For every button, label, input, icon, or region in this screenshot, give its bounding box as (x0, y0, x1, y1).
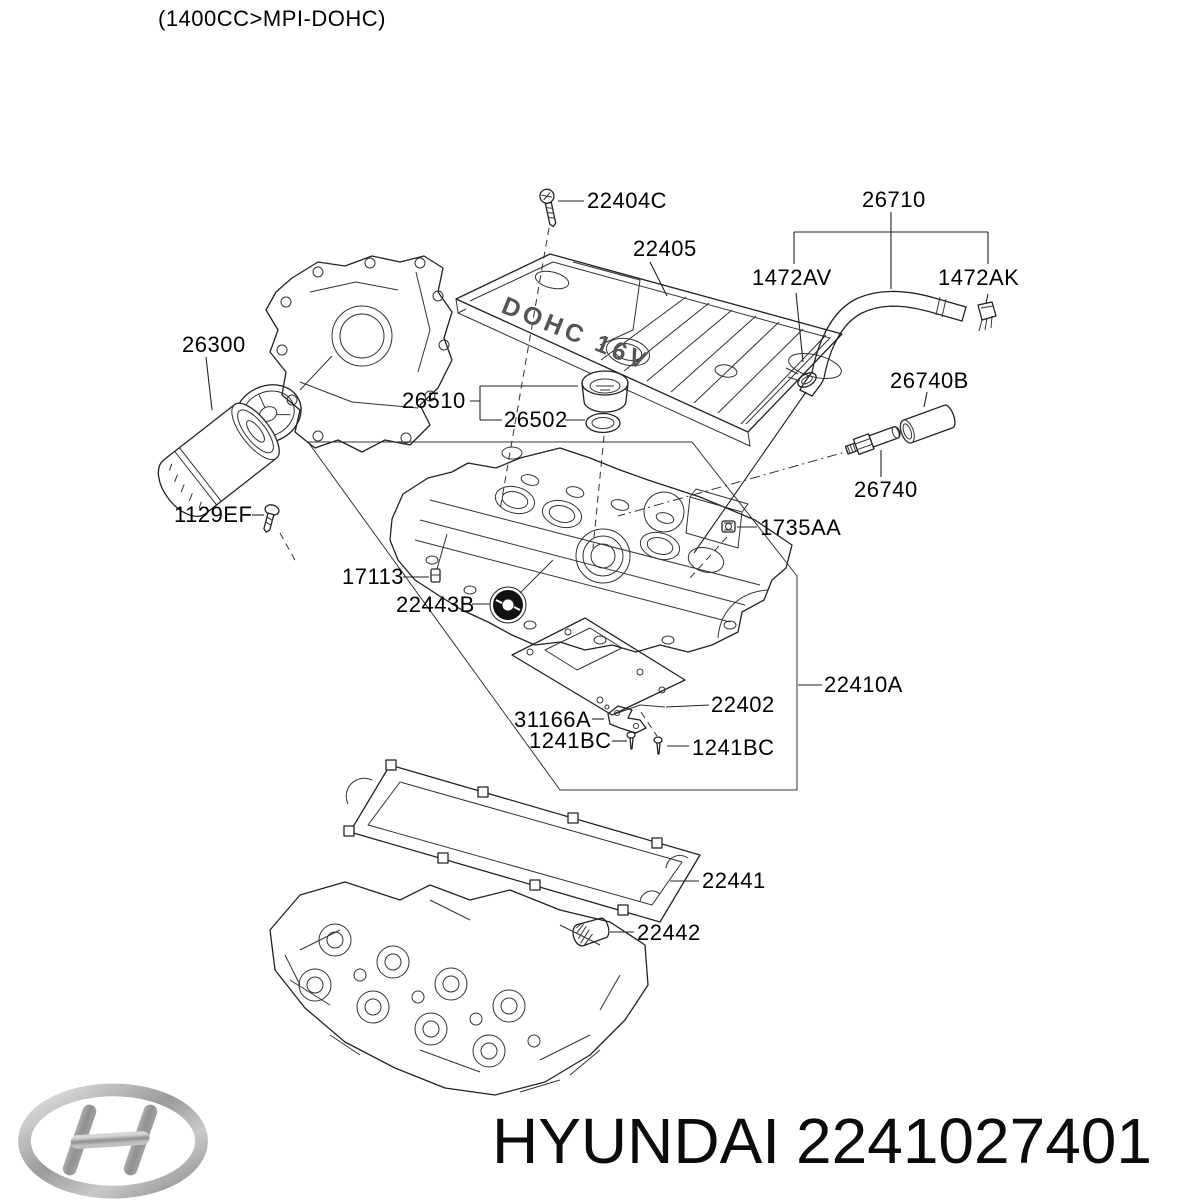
stud-17113-icon (430, 568, 441, 583)
oil-pump-assembly-drawing (234, 255, 453, 453)
screw-22404c-icon (539, 188, 557, 228)
logo-h-mark (62, 1104, 158, 1176)
bolt-1129ef-icon (263, 504, 280, 533)
part-label-1472av: 1472AV (752, 265, 832, 290)
bracket-drawing (604, 704, 647, 734)
part-label-1241bc-left: 1241BC (529, 728, 612, 753)
part-label-1472ak: 1472AK (938, 265, 1020, 290)
part-label-22443b: 22443B (396, 592, 475, 617)
part-label-1241bc-right: 1241BC (692, 735, 775, 760)
part-label-26300: 26300 (182, 332, 246, 357)
part-label-22441: 22441 (702, 868, 766, 893)
brand-name: HYUNDAI (492, 1105, 781, 1177)
part-label-26510: 26510 (402, 388, 466, 413)
cylinder-head-drawing (269, 881, 649, 1096)
valve-cover-drawing (389, 447, 793, 653)
dohc-embossed-text: DOHC 16V (498, 292, 654, 377)
bolt-1241bc-right-icon (653, 736, 663, 755)
filler-cap-gasket-drawing (585, 412, 621, 434)
bolt-holes (276, 257, 450, 444)
filler-neck (605, 337, 651, 367)
oil-filter-drawing (157, 402, 280, 517)
part-label-31166a: 31166A (514, 707, 592, 732)
spark-plug-wells (494, 485, 725, 573)
leader-lines (205, 200, 989, 933)
part-label-22442: 22442 (637, 920, 701, 945)
gasket-drawing (343, 759, 701, 923)
part-label-26740b: 26740B (890, 368, 969, 393)
filler-cap-drawing (581, 370, 629, 413)
hose-clamp-av-drawing (785, 367, 817, 388)
part-label-22405: 22405 (633, 236, 697, 261)
part-label-26502: 26502 (504, 407, 568, 432)
gasket-grommets (343, 759, 663, 916)
part-label-22402: 22402 (711, 692, 775, 717)
baffle-plate-drawing (511, 617, 686, 716)
part-label-26710: 26710 (862, 187, 926, 212)
part-label-22404c: 22404C (587, 188, 668, 213)
pcv-tube-drawing (899, 404, 956, 444)
seal-22443b-icon (489, 586, 527, 624)
part-label-26740: 26740 (854, 477, 918, 502)
spark-plug-seal-drawing (572, 917, 610, 947)
nut-1735aa-icon (721, 520, 736, 533)
part-label-1735aa: 1735AA (760, 515, 842, 540)
part-label-22410a: 22410A (824, 672, 903, 697)
part-label-17113: 17113 (342, 564, 405, 589)
assembly-box (307, 441, 798, 791)
part-number: 2241027401 (796, 1105, 1152, 1177)
bolt-1241bc-left-icon (626, 731, 636, 750)
engine-spec-text: (1400CC>MPI-DOHC) (158, 6, 386, 31)
oil-filler-boss (575, 528, 631, 584)
pcv-valve-drawing (844, 426, 901, 456)
hyundai-logo (18, 1083, 208, 1199)
valve-springs (298, 923, 541, 1068)
part-label-1129ef: 1129EF (174, 502, 253, 527)
breather-hose-drawing (799, 290, 967, 397)
hose-clamp-ak-drawing (977, 301, 997, 332)
